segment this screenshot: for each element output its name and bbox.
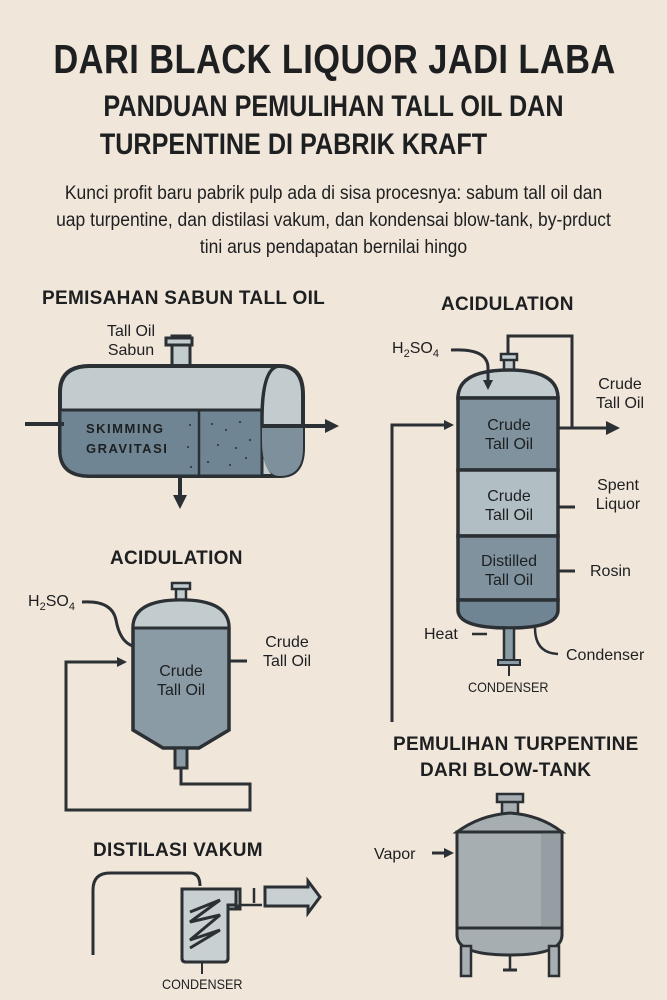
acid-h: H [28, 593, 40, 610]
layer-2-line1: Crude [487, 488, 531, 505]
layer-3-line1: Distilled [480, 553, 537, 570]
vapor-label: Vapor [374, 846, 416, 863]
small-tank-output-label: Crude Tall Oil [252, 633, 322, 671]
layer-1-line2: Tall Oil [484, 436, 533, 453]
output-1-line1: Crude [598, 376, 642, 393]
condenser-bottom-label: CONDENSER [468, 679, 549, 695]
layer-1-line1: Crude [487, 417, 531, 434]
column-feed-line [390, 420, 454, 722]
blow-tank [432, 792, 567, 978]
turpentine-recovery-heading: PEMULIHAN TURPENTINE DARI BLOW-TANK [393, 732, 639, 784]
acid-sub-2: 2 [403, 348, 410, 361]
acid-so: SO [45, 593, 69, 610]
column-acid-feed [450, 348, 493, 390]
acid-so: SO [409, 340, 433, 357]
tall-oil-soap-label-line1: Tall Oil [106, 323, 155, 340]
soap-separator-tank [25, 334, 339, 509]
column-output-crude-label: Crude Tall Oil [585, 375, 655, 413]
acidulation-small-tank [64, 581, 252, 812]
small-tank-output-line2: Tall Oil [262, 653, 311, 670]
page-subtitle-line2: TURPENTINE DI PABRIK KRAFT [99, 128, 488, 161]
vacuum-condenser-label: CONDENSER [162, 976, 243, 992]
acid-h2so4-label-small: H2SO4 [28, 592, 75, 617]
page-title: DARI BLACK LIQUOR JADI LABA [53, 36, 616, 82]
acidulation-column-heading: ACIDULATION [441, 294, 574, 315]
layer-2-line2: Tall Oil [484, 507, 533, 524]
condenser-coil [189, 898, 221, 950]
acidulation-small-heading: ACIDULATION [110, 548, 243, 569]
output-2-line2: Liquor [595, 496, 641, 513]
skimming-label-line1: SKIMMING [86, 421, 165, 436]
small-tank-content-line2: Tall Oil [156, 682, 205, 699]
small-tank-content-label: Crude Tall Oil [141, 662, 221, 700]
soap-separation-heading: PEMISAHAN SABUN TALL OIL [42, 288, 326, 309]
condenser-side-label: Condenser [566, 647, 645, 664]
output-2-line1: Spent [597, 477, 639, 494]
skimming-zone-label: SKIMMING GRAVITASI [86, 419, 168, 459]
vacuum-distillation-unit [91, 871, 322, 974]
small-tank-output-line1: Crude [265, 634, 309, 651]
acid-feed-line [81, 600, 134, 648]
turpentine-heading-line1: PEMULIHAN TURPENTINE [393, 734, 639, 755]
tall-oil-soap-label: Tall Oil Sabun [96, 322, 166, 360]
acid-h: H [392, 340, 404, 357]
small-tank-content-line1: Crude [159, 663, 203, 680]
heat-label: Heat [424, 626, 458, 643]
layer-3-line2: Tall Oil [484, 572, 533, 589]
acidulation-column [390, 334, 620, 722]
column-layer-2-label: Crude Tall Oil [464, 487, 554, 525]
column-layer-1-label: Crude Tall Oil [464, 416, 554, 454]
column-layer-3-label: Distilled Tall Oil [464, 552, 554, 590]
output-1-line2: Tall Oil [595, 395, 644, 412]
intro-paragraph: Kunci profit baru pabrik pulp ada di sis… [56, 183, 611, 258]
acid-h2so4-label-column: H2SO4 [392, 339, 439, 364]
acid-sub-4: 4 [68, 601, 75, 614]
tall-oil-soap-label-line2: Sabun [107, 342, 155, 359]
acid-sub-2: 2 [39, 601, 46, 614]
column-output-spent-liquor-label: Spent Liquor [583, 476, 653, 514]
column-output-rosin-label: Rosin [590, 563, 631, 580]
page-subtitle-line1: PANDUAN PEMULIHAN TALL OIL DAN [103, 90, 564, 123]
recycle-loop-line [64, 657, 252, 812]
skimming-label-line2: GRAVITASI [86, 441, 169, 456]
acid-sub-4: 4 [432, 348, 439, 361]
particle-dots [187, 421, 251, 468]
turpentine-heading-line2: DARI BLOW-TANK [420, 760, 592, 781]
distillate-out-arrow [263, 876, 322, 918]
vacuum-distillation-heading: DISTILASI VAKUM [93, 840, 263, 861]
